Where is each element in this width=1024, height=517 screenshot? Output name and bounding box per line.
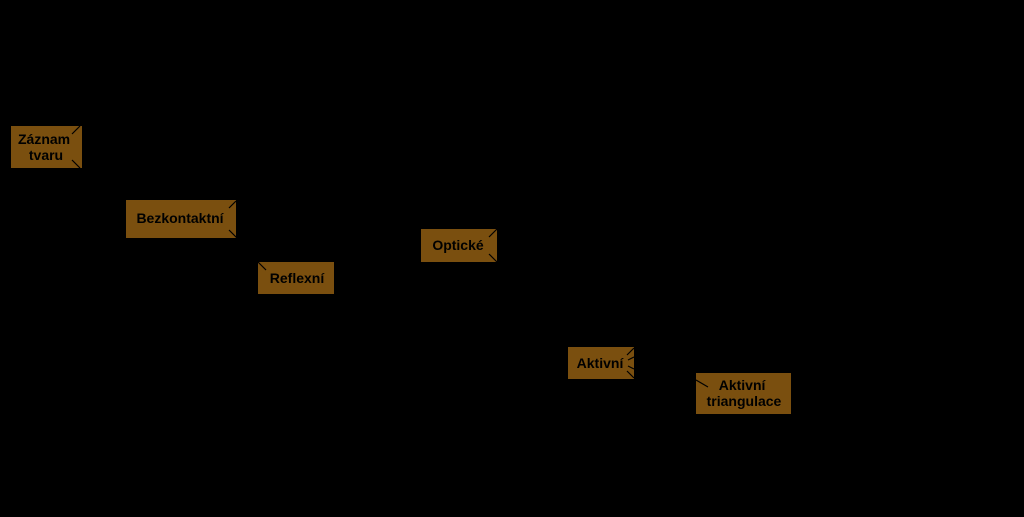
node-aktivni-triangulace-label: Aktivní triangulace: [707, 377, 782, 409]
node-zaznam-tvaru-line-1: Záznam: [18, 131, 70, 147]
node-reflexni-line-1: Reflexní: [270, 270, 326, 286]
node-aktivni-line-1: Aktivní: [577, 355, 625, 371]
node-zaznam-tvaru-connectors: [71, 125, 81, 169]
node-opticke-connectors: [488, 228, 498, 263]
node-zaznam-tvaru-box: [11, 126, 82, 168]
node-reflexni-box: [258, 262, 334, 294]
node-zaznam-tvaru-label: Záznam tvaru: [18, 131, 74, 163]
node-bezkontaktni-label: Bezkontaktní: [136, 210, 224, 226]
node-bezkontaktni-box: [126, 200, 236, 238]
node-opticke-box: [421, 229, 497, 262]
node-aktivni-triangulace: Aktivní triangulace: [695, 373, 791, 414]
node-opticke: Optické: [421, 228, 498, 263]
node-aktivni-triangulace-box: [696, 373, 791, 414]
node-opticke-label: Optické: [432, 237, 484, 253]
node-reflexni-label: Reflexní: [270, 270, 326, 286]
node-reflexni-connectors: [257, 261, 267, 271]
node-opticke-line-1: Optické: [432, 237, 484, 253]
node-aktivni-label: Aktivní: [577, 355, 625, 371]
node-aktivni-triangulace-line-1: Aktivní: [719, 377, 767, 393]
node-bezkontaktni-connectors: [228, 200, 238, 239]
node-zaznam-tvaru-line-2: tvaru: [29, 147, 63, 163]
node-aktivni-triangulace-connectors: [695, 379, 709, 388]
node-aktivni: Aktivní: [568, 347, 635, 379]
node-aktivni-box: [568, 347, 634, 379]
node-reflexni: Reflexní: [257, 261, 334, 294]
node-aktivni-connectors: [626, 347, 635, 379]
node-zaznam-tvaru: Záznam tvaru: [11, 125, 82, 169]
node-aktivni-triangulace-line-2: triangulace: [707, 393, 782, 409]
node-bezkontaktni: Bezkontaktní: [126, 200, 238, 239]
node-bezkontaktni-line-1: Bezkontaktní: [136, 210, 224, 226]
